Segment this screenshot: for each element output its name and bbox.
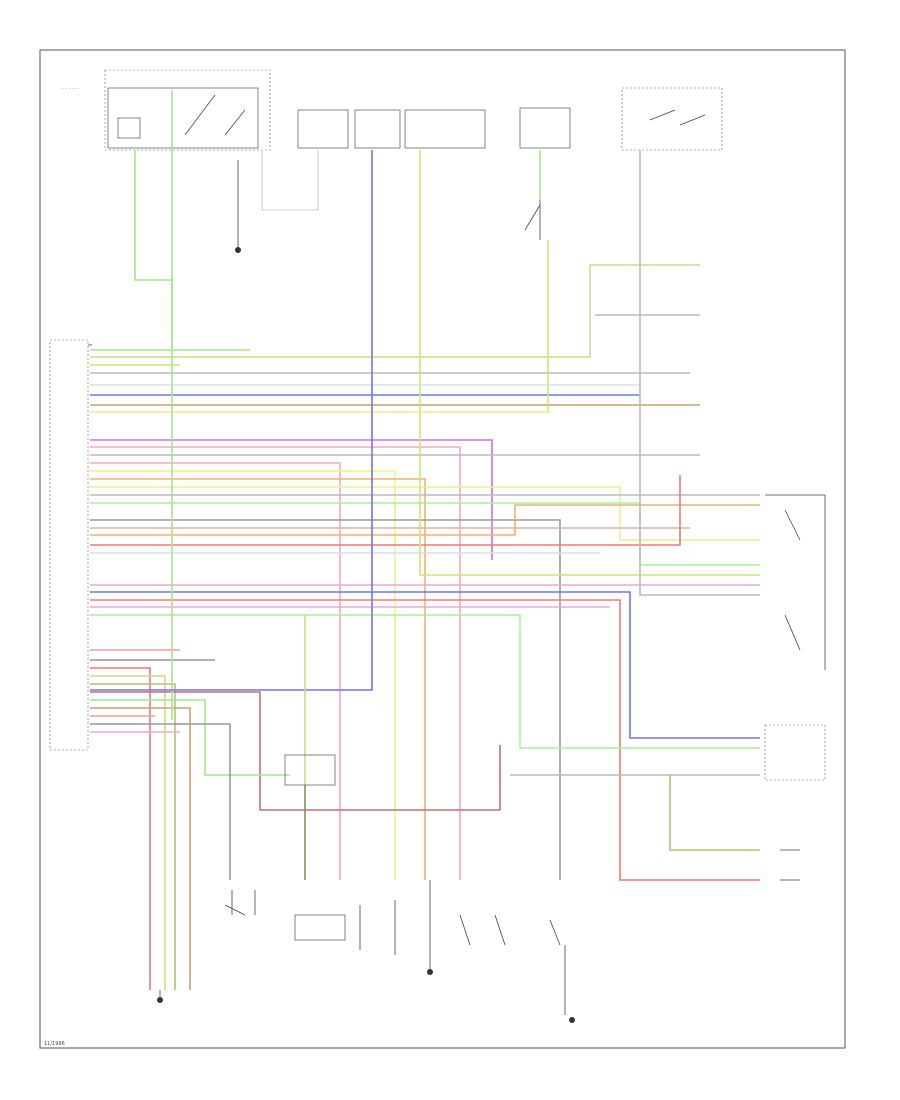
vwire-blu [90,150,373,691]
vwire-blk-grn [669,775,760,851]
wire-blk-yel [90,264,700,358]
wire-org-2 [90,504,760,536]
component-top-left: · · · · · · [62,69,271,151]
wire-red-3 [90,667,151,990]
vwire-gry [639,150,760,596]
vwire-grn-yel [419,150,760,576]
wire-vio [90,439,493,560]
wire-blk-yel-2 [90,675,166,990]
right-components [764,494,826,881]
ground-symbol-bottom-1 [427,880,433,975]
ground-symbol [235,160,241,253]
ground-symbol-bottom-2 [564,945,575,1023]
wire-yel-3 [90,486,760,541]
wire-blu-2 [90,591,760,739]
svg-text:· · · · · ·: · · · · · · [62,86,80,92]
harness-group-d [90,649,501,990]
ecm-connector [49,339,92,751]
component-top-middle-2 [519,107,571,240]
wire-red-2 [90,599,760,881]
wire-blk-red-2 [90,691,501,811]
wire-grn-2 [90,699,290,776]
diagram-frame [39,49,846,1049]
wire-brn-2 [90,707,191,990]
center-sensor [284,754,336,880]
bottom-components [224,890,561,955]
wire-blk-4 [90,723,231,880]
wire-pnk-2 [90,462,341,880]
wire-yel-2 [90,470,396,880]
vwire-grn [134,150,173,720]
ground-symbol-bottom-3 [157,990,163,1003]
harness-group-b [90,439,760,880]
wire-grn-org [90,683,176,990]
component-top-right [621,87,723,151]
wire-red [90,475,681,546]
vwire-wht [261,150,319,211]
wire-blk-2 [90,519,561,880]
wire-pnk-1 [90,446,461,880]
wire-org [90,478,426,880]
component-top-middle-1 [297,109,486,149]
harness-group-a [90,264,700,413]
vertical-wires [90,90,760,880]
footer-code: 11/1996 [44,1041,65,1047]
